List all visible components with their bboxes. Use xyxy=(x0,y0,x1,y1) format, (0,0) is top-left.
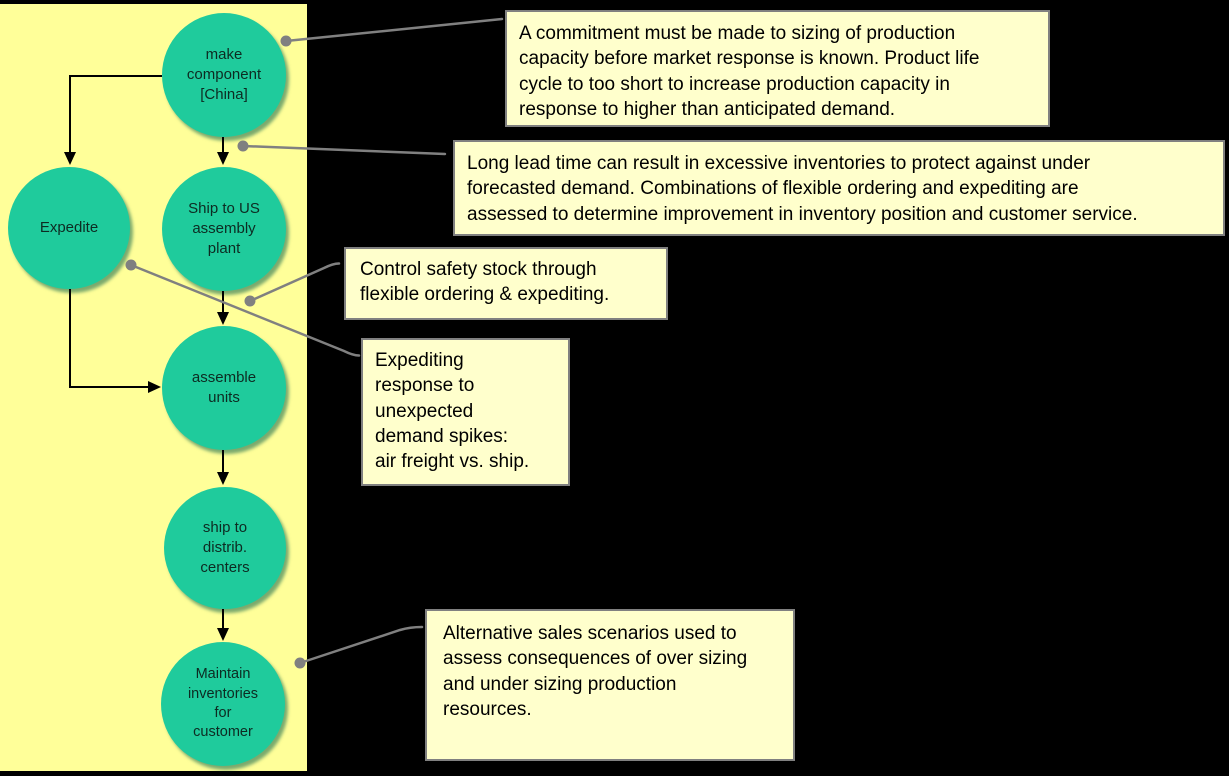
callout-expediting-response: Expediting response to unexpected demand… xyxy=(361,338,570,486)
connector-sales-scenarios xyxy=(298,625,424,665)
node-assemble-units: assemble units xyxy=(162,326,286,450)
callout-safety-stock: Control safety stock through flexible or… xyxy=(344,247,668,320)
node-expedite: Expedite xyxy=(8,167,130,289)
node-ship-to-us-plant: Ship to US assembly plant xyxy=(162,167,286,291)
node-ship-to-distrib: ship to distrib. centers xyxy=(164,487,286,609)
callout-capacity-commitment: A commitment must be made to sizing of p… xyxy=(505,10,1050,127)
callout-long-lead-time: Long lead time can result in excessive i… xyxy=(453,140,1225,236)
node-make-component: make component [China] xyxy=(162,13,286,137)
connector-capacity xyxy=(284,17,504,43)
callout-sales-scenarios: Alternative sales scenarios used to asse… xyxy=(425,609,795,761)
node-maintain-inventories: Maintain inventories for customer xyxy=(161,642,285,766)
